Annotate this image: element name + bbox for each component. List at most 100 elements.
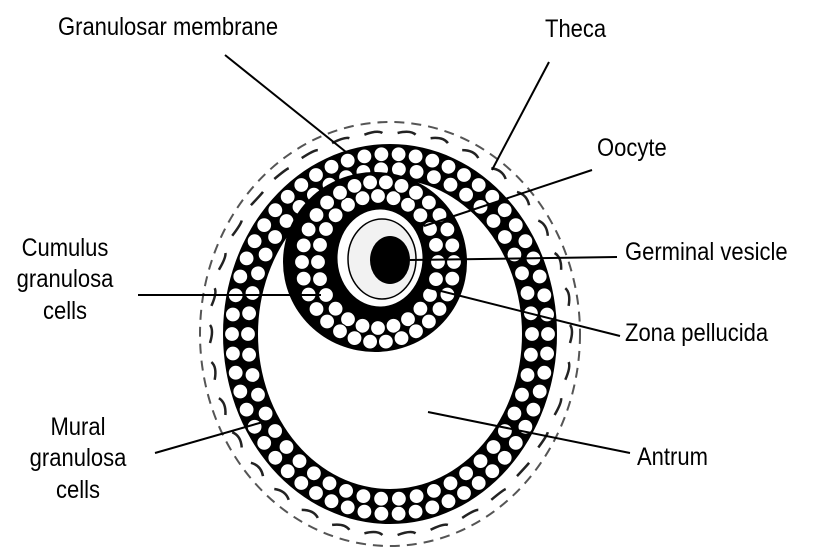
theca-cell-mark — [538, 221, 548, 236]
granulosa-cell — [340, 153, 355, 168]
granulosa-cell — [301, 222, 316, 237]
granulosa-cell — [374, 147, 389, 162]
theca-cell-mark — [431, 525, 448, 530]
granulosa-cell — [486, 214, 501, 229]
granulosa-cell — [425, 500, 440, 515]
granulosa-cell — [295, 255, 310, 270]
granulosa-cell — [319, 222, 334, 237]
granulosa-cell — [515, 387, 530, 402]
granulosa-cell — [347, 331, 362, 346]
theca-cell-mark — [251, 192, 263, 205]
granulosa-cell — [280, 189, 295, 204]
granulosa-cell — [459, 466, 474, 481]
granulosa-cell — [257, 218, 272, 233]
theca-cell-mark — [570, 325, 572, 343]
granulosa-cell — [320, 195, 335, 210]
granulosa-cell — [409, 164, 424, 179]
granulosa-cell — [313, 237, 328, 252]
granulosa-cell — [251, 266, 266, 281]
granulosa-cell — [309, 208, 324, 223]
theca-cell-mark — [462, 150, 478, 158]
theca-cell-mark — [274, 168, 288, 179]
granulosa-cell — [242, 306, 257, 321]
granulosa-cell — [328, 301, 343, 316]
granulosa-cell — [497, 203, 512, 218]
granulosa-cell — [356, 489, 371, 504]
granulosa-cell — [245, 368, 260, 383]
granulosa-cell — [333, 185, 348, 200]
granulosa-cell — [541, 327, 556, 342]
granulosa-cell — [268, 230, 283, 245]
granulosa-cell — [245, 286, 260, 301]
theca-cell-mark — [565, 288, 569, 306]
granulosa-cell — [426, 483, 441, 498]
theca-cell-mark — [232, 432, 242, 447]
granulosa-cell — [333, 324, 348, 339]
granulosa-cell — [251, 387, 266, 402]
granulosa-cell — [457, 486, 472, 501]
granulosa-cell — [257, 435, 272, 450]
granulosa-cell — [225, 327, 240, 342]
granulosa-cell — [374, 506, 389, 521]
label-zona-pellucida: Zona pellucida — [625, 318, 768, 349]
theca-cell-mark — [431, 138, 448, 143]
granulosa-cell — [409, 324, 424, 339]
theca-cell-mark — [274, 489, 288, 500]
granulosa-cell — [258, 406, 273, 421]
granulosa-cell — [523, 347, 538, 362]
granulosa-cell — [309, 168, 324, 183]
granulosa-cell — [280, 464, 295, 479]
granulosa-cell — [247, 234, 262, 249]
granulosa-cell — [228, 365, 243, 380]
label-mural-line-2: granulosa — [25, 443, 131, 474]
granulosa-cell — [279, 440, 294, 455]
theca-cell-mark — [555, 253, 562, 270]
granulosa-cell — [497, 230, 512, 245]
granulosa-cell — [374, 491, 389, 506]
theca-cell-mark — [219, 253, 226, 270]
theca-cell-mark — [211, 362, 215, 380]
granulosa-cell — [347, 178, 362, 193]
granulosa-cell — [324, 159, 339, 174]
granulosa-cell — [363, 334, 378, 349]
granulosa-cell — [394, 178, 409, 193]
granulosa-cell — [225, 307, 240, 322]
granulosa-cell — [409, 489, 424, 504]
label-cumulus-line-3: cells — [12, 296, 118, 327]
granulosa-cell — [241, 327, 256, 342]
label-antrum: Antrum — [637, 442, 708, 473]
theca-cell-mark — [251, 463, 263, 476]
granulosa-cell — [421, 195, 436, 210]
granulosa-cell — [440, 222, 455, 237]
granulosa-cell — [239, 402, 254, 417]
label-theca: Theca — [545, 14, 606, 45]
theca-cell-mark — [364, 132, 382, 135]
granulosa-cell — [431, 255, 446, 270]
granulosa-cell — [441, 159, 456, 174]
theca-cell-mark — [517, 463, 529, 476]
granulosa-cell — [296, 271, 311, 286]
granulosa-cell — [497, 450, 512, 465]
granulosa-cell — [294, 476, 309, 491]
label-mural-line-1: Mural — [25, 412, 131, 443]
theca-cell-mark — [302, 150, 318, 158]
granulosa-cell — [426, 170, 441, 185]
granulosa-cell — [520, 286, 535, 301]
theca-cell-mark — [398, 532, 416, 535]
granulosa-cell — [309, 302, 324, 317]
granulosa-cell — [447, 255, 462, 270]
granulosa-cell — [432, 302, 447, 317]
granulosa-cell — [413, 208, 428, 223]
granulosa-cell — [525, 327, 540, 342]
granulosa-cell — [357, 504, 372, 519]
granulosa-cell — [408, 504, 423, 519]
granulosa-cell — [445, 271, 460, 286]
granulosa-cell — [239, 251, 254, 266]
granulosa-cell — [394, 331, 409, 346]
granulosa-cell — [306, 466, 321, 481]
granulosa-cell — [485, 464, 500, 479]
granulosa-cell — [408, 149, 423, 164]
theca-cell-mark — [398, 132, 416, 135]
granulosa-cell — [526, 402, 541, 417]
granulosa-cell — [311, 255, 326, 270]
